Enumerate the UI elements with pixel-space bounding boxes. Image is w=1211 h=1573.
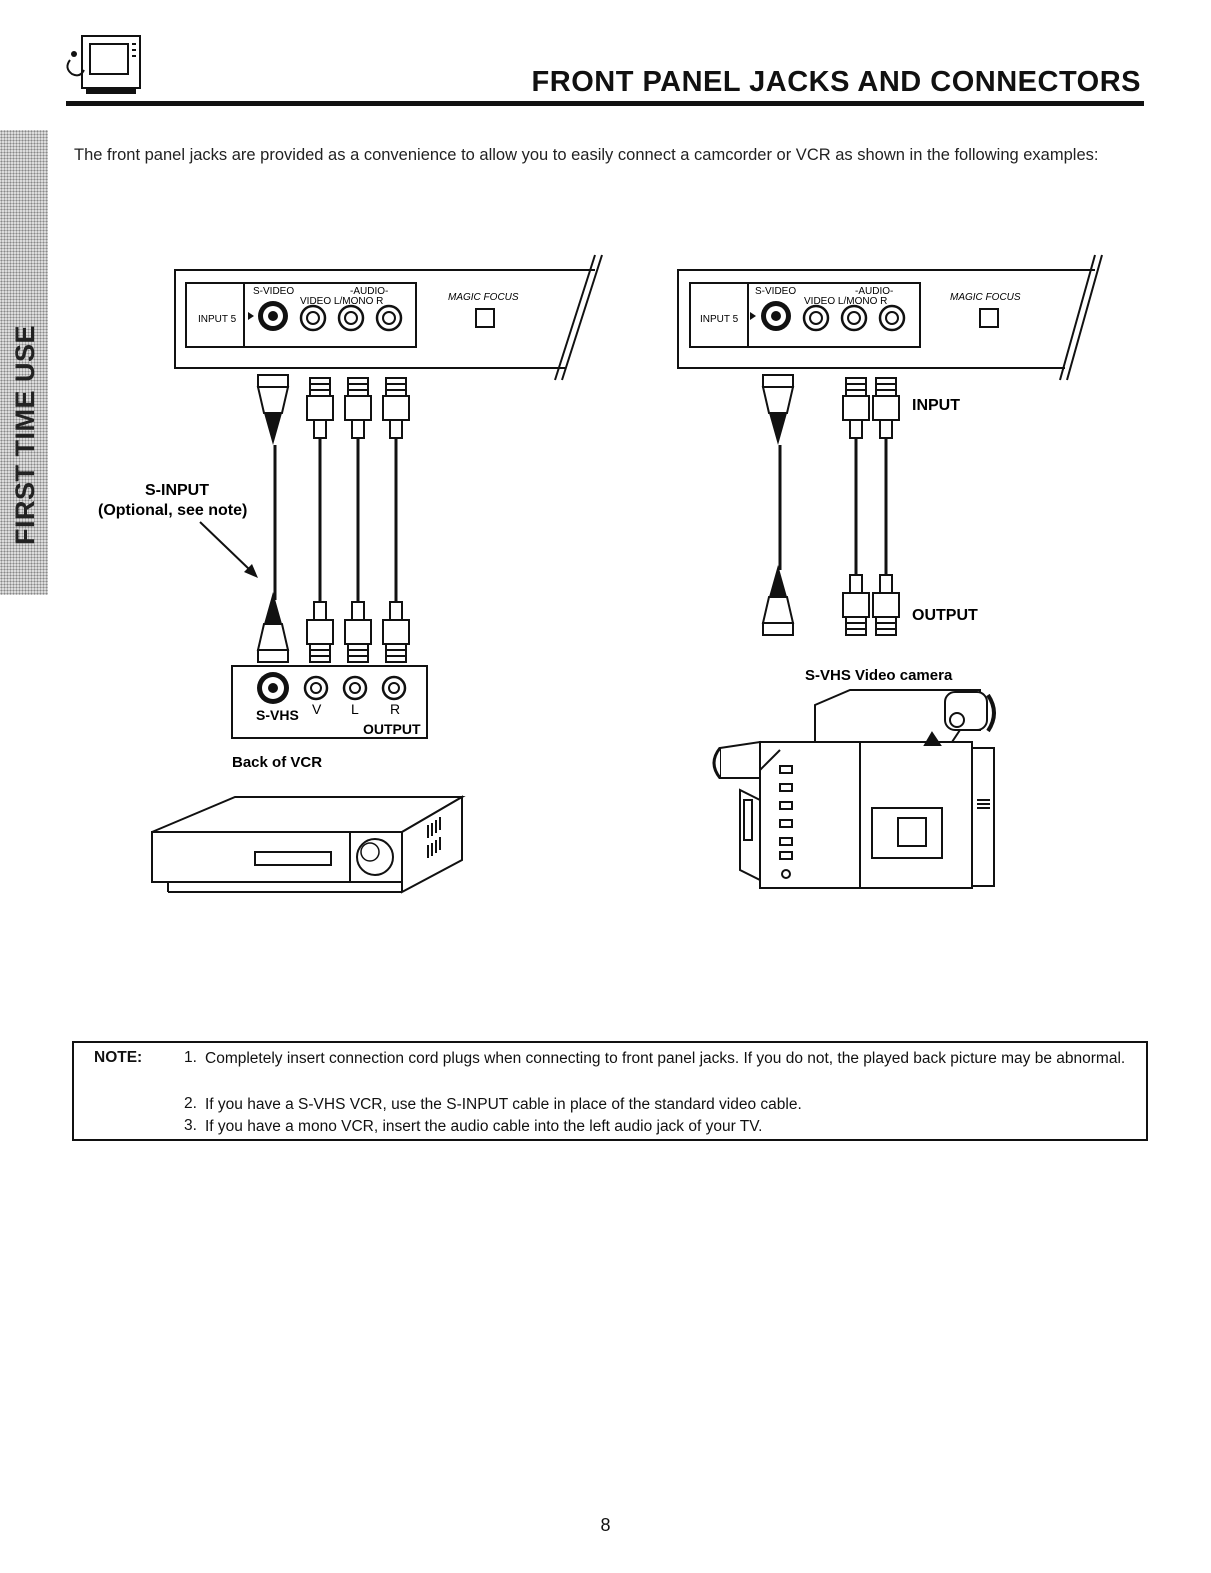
note-item-number: 2. xyxy=(184,1095,197,1112)
note-item-text: If you have a mono VCR, insert the audio… xyxy=(205,1118,763,1135)
front-panel-left: INPUT 5 S-VIDEO -AUDIO- VIDEO L/MONO R M… xyxy=(174,254,603,381)
note-item-number: 3. xyxy=(184,1117,197,1134)
s-input-label: S-INPUT xyxy=(145,482,209,499)
title-rule xyxy=(66,101,1144,106)
v-jack-label: V xyxy=(312,701,322,717)
page-title: FRONT PANEL JACKS AND CONNECTORS xyxy=(531,66,1141,98)
camcorder-illustration xyxy=(712,689,996,889)
side-tab-label-wrapper: FIRST TIME USE xyxy=(4,325,44,585)
note-label: NOTE: xyxy=(94,1049,143,1066)
svideo-label-right: S-VIDEO xyxy=(755,286,796,297)
vcr-back-panel: S-VHS V L R OUTPUT Back of VCR xyxy=(231,665,428,771)
r-jack-label: R xyxy=(390,701,400,717)
camera-input-label: INPUT xyxy=(912,397,960,414)
note-item-text: If you have a S-VHS VCR, use the S-INPUT… xyxy=(205,1096,802,1113)
note-item-text: Completely insert connection cord plugs … xyxy=(205,1050,1126,1067)
vcr-cables: S-INPUT (Optional, see note) xyxy=(98,374,410,663)
tv-icon xyxy=(66,35,141,94)
front-panel-right: INPUT 5 S-VIDEO -AUDIO- VIDEO L/MONO R M… xyxy=(677,254,1103,381)
intro-paragraph: The front panel jacks are provided as a … xyxy=(74,146,1099,164)
l-jack-label: L xyxy=(351,701,359,717)
camera-cables: INPUT OUTPUT S-VHS Video camera xyxy=(762,374,978,684)
camera-label: S-VHS Video camera xyxy=(805,667,953,684)
page-number: 8 xyxy=(600,1515,611,1535)
connection-diagram: INPUT 5 S-VIDEO -AUDIO- VIDEO L/MONO R M… xyxy=(98,254,1103,894)
note-item-number: 1. xyxy=(184,1049,197,1066)
svhs-jack-label: S-VHS xyxy=(256,707,299,723)
back-of-vcr-label: Back of VCR xyxy=(232,754,322,771)
input-label: INPUT 5 xyxy=(198,314,237,325)
camera-output-label: OUTPUT xyxy=(912,607,978,624)
video-lmono-r-label: VIDEO L/MONO R xyxy=(300,296,383,307)
vcr-output-label: OUTPUT xyxy=(363,721,421,737)
side-tab-label: FIRST TIME USE xyxy=(10,324,40,545)
section-side-tab xyxy=(0,130,48,595)
video-lmono-r-label-right: VIDEO L/MONO R xyxy=(804,296,887,307)
input-label-right: INPUT 5 xyxy=(700,314,739,325)
svideo-label: S-VIDEO xyxy=(253,286,294,297)
magic-focus-label-right: MAGIC FOCUS xyxy=(950,292,1021,303)
note-box: NOTE: 1. Completely insert connection co… xyxy=(72,1041,1148,1141)
audio-label-right: -AUDIO- xyxy=(855,286,893,297)
audio-label: -AUDIO- xyxy=(350,286,388,297)
s-input-note: (Optional, see note) xyxy=(98,502,247,519)
magic-focus-label: MAGIC FOCUS xyxy=(448,292,519,303)
vcr-illustration xyxy=(151,795,466,894)
